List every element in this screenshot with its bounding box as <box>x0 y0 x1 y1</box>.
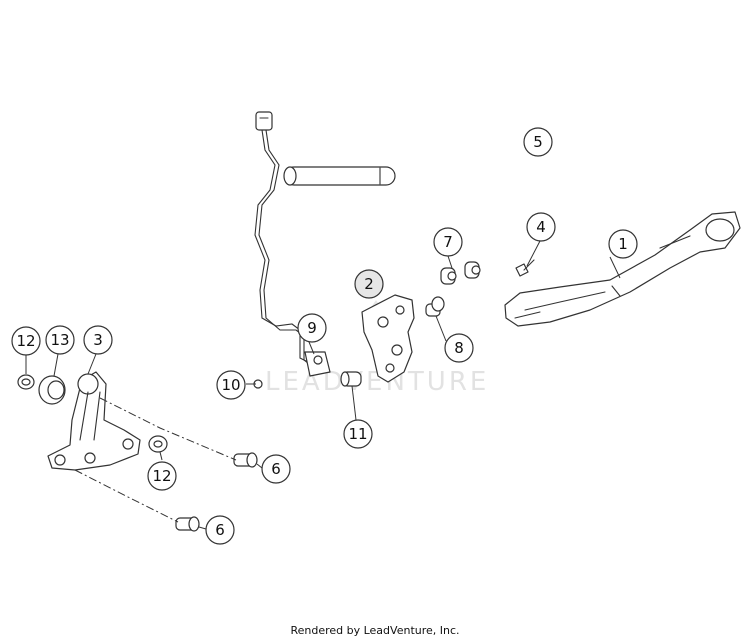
part-6-bolt-upper <box>233 452 258 468</box>
svg-text:1: 1 <box>618 235 628 253</box>
svg-text:8: 8 <box>454 339 464 357</box>
part-1-side-stand <box>504 211 741 327</box>
svg-text:5: 5 <box>533 133 543 151</box>
callout-13[interactable]: 13 <box>45 325 75 355</box>
part-6-bolt-lower <box>175 516 200 532</box>
svg-text:12: 12 <box>152 467 171 485</box>
part-13-bearing <box>38 375 66 405</box>
callout-1[interactable]: 1 <box>608 229 638 259</box>
callout-8[interactable]: 8 <box>444 333 474 363</box>
svg-text:12: 12 <box>16 332 35 350</box>
callouts: 1 2 3 4 5 6 6 7 <box>11 127 638 545</box>
part-2-bracket <box>361 294 415 383</box>
assembly-lines <box>74 397 237 523</box>
svg-text:9: 9 <box>307 319 317 337</box>
part-3-footrest-bracket <box>47 371 141 471</box>
part-8-bushing <box>425 296 445 317</box>
svg-text:6: 6 <box>271 460 281 478</box>
svg-text:13: 13 <box>50 331 69 349</box>
svg-text:2: 2 <box>364 275 374 293</box>
part-5-pin <box>283 166 396 186</box>
watermark-text: LEADVENTURE <box>265 367 489 397</box>
callout-9[interactable]: 9 <box>297 313 327 343</box>
part-12-washer-upper <box>17 374 35 390</box>
callout-4[interactable]: 4 <box>526 212 556 242</box>
callout-11[interactable]: 11 <box>343 419 373 449</box>
part-12-washer-lower <box>148 435 168 453</box>
callout-12-lower[interactable]: 12 <box>147 461 177 491</box>
watermark: LEADVENTURE <box>265 300 489 397</box>
svg-text:4: 4 <box>536 218 546 236</box>
svg-text:6: 6 <box>215 521 225 539</box>
callout-12-upper[interactable]: 12 <box>11 326 41 356</box>
svg-text:3: 3 <box>93 331 103 349</box>
callout-10[interactable]: 10 <box>216 370 246 400</box>
callout-6-lower[interactable]: 6 <box>205 515 235 545</box>
callout-3[interactable]: 3 <box>83 325 113 355</box>
part-11-bolt <box>340 371 362 387</box>
part-7-bolts <box>440 261 481 285</box>
svg-text:7: 7 <box>443 233 453 251</box>
leader-lines <box>25 240 621 530</box>
part-4-screw <box>515 259 535 277</box>
callout-5[interactable]: 5 <box>523 127 553 157</box>
callout-6-upper[interactable]: 6 <box>261 454 291 484</box>
svg-text:11: 11 <box>348 425 367 443</box>
callout-2[interactable]: 2 <box>354 269 384 299</box>
svg-text:10: 10 <box>221 376 240 394</box>
footer-credit: Rendered by LeadVenture, Inc. <box>290 624 460 637</box>
callout-7[interactable]: 7 <box>433 227 463 257</box>
